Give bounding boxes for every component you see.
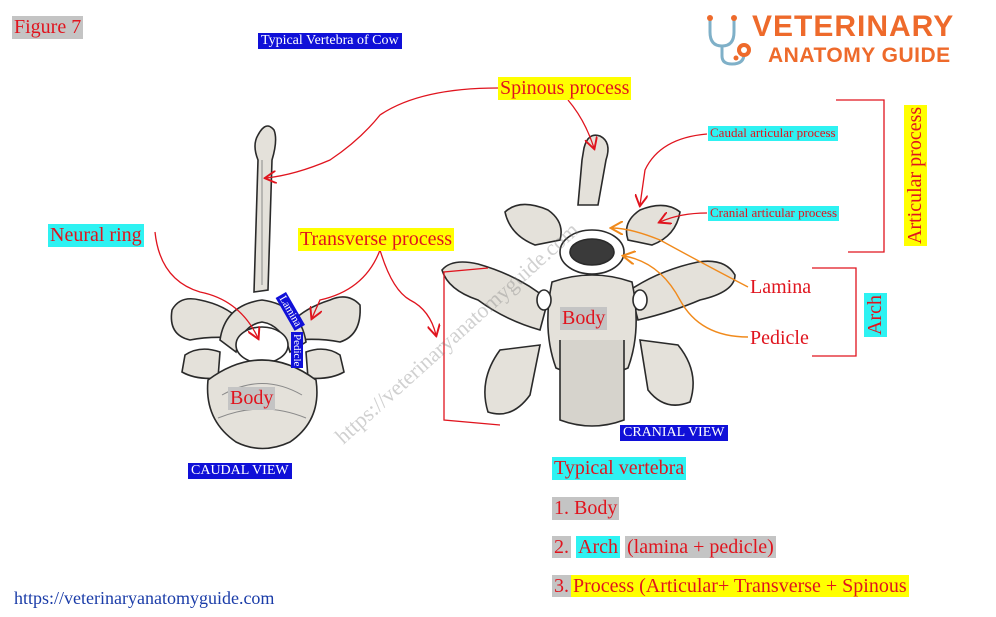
summary-item-2-rest: (lamina + pedicle) xyxy=(624,536,776,558)
footer-url[interactable]: https://veterinaryanatomyguide.com xyxy=(14,588,275,608)
red-arrows xyxy=(154,87,708,338)
label-pedicle-small: Pedicle xyxy=(291,332,303,369)
label-articular-process: Articular process xyxy=(904,104,927,246)
summary-item-2-arch: Arch xyxy=(576,536,620,558)
site-logo: VETERINARY ANATOMY GUIDE xyxy=(700,10,980,72)
label-cranial-articular-process: Cranial articular process xyxy=(708,205,840,221)
summary-item-3-number: 3. xyxy=(552,575,571,597)
diagram-title: Typical Vertebra of Cow xyxy=(258,33,402,50)
label-pedicle: Pedicle xyxy=(750,327,809,349)
summary-item-1: 1. Body xyxy=(552,497,620,520)
summary-item-2-number: 2. xyxy=(552,536,571,558)
label-spinous-process: Spinous process xyxy=(498,77,632,100)
logo-line1: VETERINARY xyxy=(752,10,955,43)
label-body-right: Body xyxy=(560,307,608,330)
summary-heading: Typical vertebra xyxy=(552,457,687,480)
label-lamina: Lamina xyxy=(750,276,812,298)
label-caudal-articular-process: Caudal articular process xyxy=(708,125,838,141)
label-neural-ring: Neural ring xyxy=(48,224,144,247)
orange-arrows xyxy=(612,228,749,338)
label-cranial-view: CRANIAL VIEW xyxy=(620,425,728,442)
stethoscope-paw-icon xyxy=(707,15,751,66)
label-body-left: Body xyxy=(228,387,276,410)
label-arch: Arch xyxy=(864,293,887,337)
label-transverse-process: Transverse process xyxy=(298,228,455,251)
brackets xyxy=(443,99,885,426)
summary-item-2: 2.Arch (lamina + pedicle) xyxy=(552,536,776,559)
label-caudal-view: CAUDAL VIEW xyxy=(188,463,292,480)
logo-line2: ANATOMY GUIDE xyxy=(768,44,951,67)
figure-label: Figure 7 xyxy=(12,16,84,39)
summary-item-3: 3.Process (Articular+ Transverse + Spino… xyxy=(552,575,909,598)
cranial-view-vertebra xyxy=(441,134,736,427)
summary-item-3-text: Process (Articular+ Transverse + Spinous xyxy=(571,575,909,597)
